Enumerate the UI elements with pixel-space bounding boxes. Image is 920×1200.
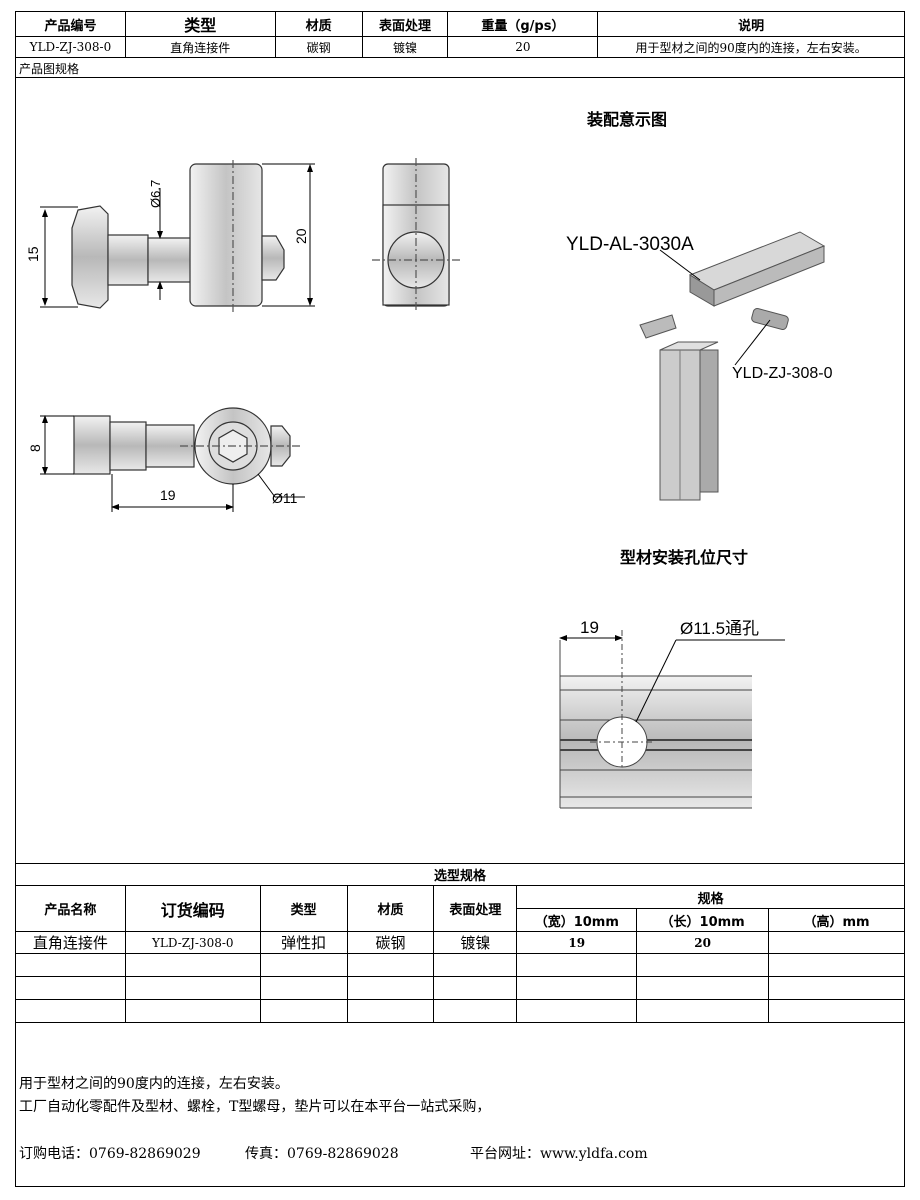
row-cell: 20 <box>636 931 770 954</box>
dim-height-15: 15 <box>25 246 41 262</box>
spec-sub-length: （长）10mm <box>636 908 770 932</box>
dim-bolt-diameter: Ø6.7 <box>148 180 163 208</box>
row-cell <box>768 931 905 954</box>
value-surface: 镀镍 <box>361 36 449 58</box>
spec-sub-height: （高）mm <box>768 908 905 932</box>
value-product-code: YLD-ZJ-308-0 <box>15 36 126 58</box>
note-line-2: 工厂自动化零配件及型材、螺栓，T型螺母，垫片可以在本平台一站式采购， <box>19 1099 491 1115</box>
section-divider <box>15 77 905 78</box>
assembly-title: 装配意示图 <box>587 110 668 129</box>
hole-position-drawing <box>559 630 752 809</box>
value-description: 用于型材之间的90度内的连接，左右安装。 <box>597 36 905 58</box>
dim-length-19: 19 <box>160 487 176 503</box>
side-view-part <box>71 160 285 312</box>
spec-table-title: 选型规格 <box>15 863 905 886</box>
section-label: 产品图规格 <box>19 62 80 76</box>
row-cell: 弹性扣 <box>259 931 348 954</box>
spec-header-name: 产品名称 <box>15 885 126 932</box>
spec-header-material: 材质 <box>346 885 435 932</box>
dimension-lines-top <box>40 415 305 512</box>
spec-header-type: 类型 <box>259 885 348 932</box>
dim-height-20: 20 <box>293 228 309 244</box>
table-row <box>15 999 905 1023</box>
product-info-table: 产品编号 类型 材质 表面处理 重量（g/ps） 说明 YLD-ZJ-308-0… <box>15 11 905 58</box>
contact-phone: 订购电话：0769-82869029 <box>19 1146 201 1162</box>
table-row: 直角连接件 YLD-ZJ-308-0 弹性扣 碳钢 镀镍 19 20 <box>15 931 905 954</box>
value-type: 直角连接件 <box>124 36 276 58</box>
contact-fax: 传真：0769-82869028 <box>245 1146 399 1162</box>
row-cell: YLD-ZJ-308-0 <box>124 931 261 954</box>
dim-height-8: 8 <box>27 444 43 452</box>
assembly-illustration <box>639 231 826 501</box>
dimension-lines-side <box>40 163 315 308</box>
callout-part: YLD-ZJ-308-0 <box>732 365 833 382</box>
end-view-part <box>372 158 460 312</box>
row-cell: 直角连接件 <box>15 931 126 954</box>
table-row <box>15 976 905 1000</box>
spec-table: 选型规格 产品名称 订货编码 类型 材质 表面处理 规格 （宽）10mm （长）… <box>15 863 905 1023</box>
contact-website: 平台网址：www.yldfa.com <box>470 1146 648 1162</box>
note-line-1: 用于型材之间的90度内的连接，左右安装。 <box>19 1076 289 1092</box>
spec-header-surface: 表面处理 <box>433 885 518 932</box>
row-cell: 碳钢 <box>346 931 435 954</box>
row-cell: 镀镍 <box>433 931 518 954</box>
dim-diameter-11: Ø11 <box>272 490 298 506</box>
table-row <box>15 953 905 977</box>
hole-position-title: 型材安装孔位尺寸 <box>620 548 749 567</box>
row-cell: 19 <box>516 931 638 954</box>
hole-dim-diameter: Ø11.5通孔 <box>680 619 759 638</box>
hole-dimension-lines <box>559 635 785 723</box>
header-type: 类型 <box>124 11 276 37</box>
top-view-part <box>73 407 300 485</box>
spec-sub-width: （宽）10mm <box>516 908 638 932</box>
spec-header-order-code: 订货编码 <box>124 885 261 932</box>
value-weight: 20 <box>447 36 599 58</box>
value-material: 碳钢 <box>274 36 363 58</box>
spec-header-spec: 规格 <box>516 885 905 909</box>
assembly-callouts <box>659 249 771 366</box>
callout-profile: YLD-AL-3030A <box>566 234 694 255</box>
header-material: 材质 <box>274 11 363 37</box>
hole-dim-19: 19 <box>580 618 599 637</box>
